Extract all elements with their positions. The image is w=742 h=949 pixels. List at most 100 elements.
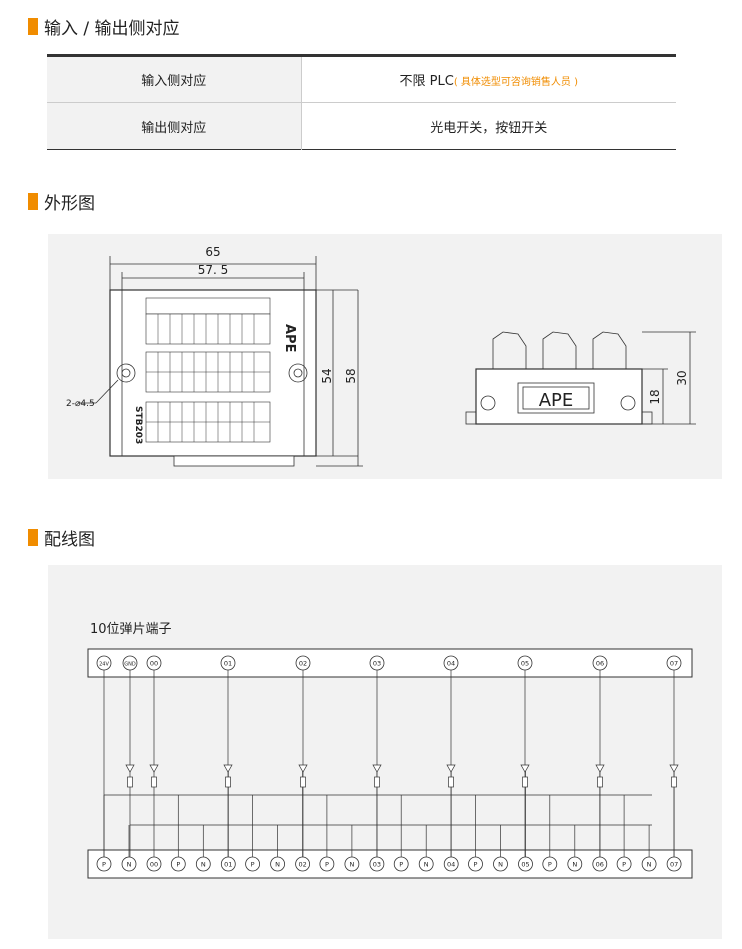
top-terminal: [146, 655, 162, 671]
brand-label: APE: [282, 324, 297, 352]
top-terminal-label: 04: [447, 660, 455, 668]
bottom-terminal-label: P: [176, 861, 180, 869]
bottom-terminal: [146, 856, 162, 872]
led-symbol: [372, 764, 382, 773]
section-title-text: 外形图: [44, 194, 95, 214]
resistor-symbol: [225, 776, 231, 788]
outline-drawing-panel: 65 57. 5 54 58 2-⌀4.5 APE STB203 APE 18 …: [48, 234, 722, 479]
bottom-terminal-label: N: [349, 861, 354, 869]
bottom-terminal: [493, 856, 508, 872]
bottom-terminal: [616, 856, 632, 872]
bottom-terminal: [542, 856, 558, 872]
top-terminal: [122, 655, 138, 671]
section-title-outline: 外形图: [28, 189, 95, 214]
bottom-terminal-label: 07: [670, 861, 678, 869]
table-row: 输出侧对应 光电开关，按钮开关: [47, 102, 676, 150]
top-terminal: [443, 655, 459, 671]
top-terminal: [666, 655, 682, 671]
top-terminal: [295, 655, 311, 671]
bottom-terminal-label: 03: [373, 861, 381, 869]
section-title-text: 输入 / 输出侧对应: [44, 19, 180, 39]
bottom-terminal: [270, 856, 286, 872]
top-terminal: [517, 655, 533, 671]
resistor-symbol: [522, 776, 528, 788]
bottom-terminal: [393, 856, 409, 872]
bottom-terminal-label: 04: [447, 861, 455, 869]
top-terminal-label: 02: [299, 660, 307, 668]
section-marker: [28, 193, 38, 210]
led-symbol: [446, 764, 456, 773]
io-spec-table: 输入侧对应 不限 PLC( 具体选型可咨询销售人员 ) 输出侧对应 光电开关，按…: [47, 54, 676, 150]
top-terminal: [96, 655, 112, 671]
bottom-terminal: [518, 856, 533, 872]
bottom-terminal-label: N: [275, 861, 280, 869]
dim-hole: 2-⌀4.5: [66, 399, 95, 409]
bottom-terminal-label: N: [572, 861, 577, 869]
bottom-terminal-label: 00: [150, 861, 158, 869]
resistor-symbol: [127, 776, 133, 788]
dim-side-total: 30: [675, 370, 689, 385]
bottom-terminal: [443, 856, 459, 872]
dim-width-total: 65: [205, 245, 220, 259]
bottom-terminal: [170, 856, 186, 872]
section-marker: [28, 18, 38, 35]
bottom-terminal: [369, 856, 385, 872]
bottom-terminal-label: 05: [521, 861, 529, 869]
dim-height-total: 58: [344, 368, 358, 383]
top-terminal-label: 06: [596, 660, 604, 668]
bottom-terminal: [567, 856, 583, 872]
bottom-terminal-label: P: [399, 861, 403, 869]
top-terminal: [592, 655, 608, 671]
bottom-terminal: [418, 856, 434, 872]
value-text: 不限 PLC: [399, 74, 454, 89]
bottom-terminal: [468, 856, 483, 872]
bottom-terminal-label: 01: [224, 861, 232, 869]
bottom-terminal-label: P: [251, 861, 255, 869]
dim-height-inner: 54: [320, 368, 334, 383]
bottom-terminal-label: P: [474, 861, 478, 869]
top-terminal: [369, 655, 385, 671]
bottom-terminal: [96, 856, 112, 872]
led-symbol: [298, 764, 308, 773]
led-symbol: [223, 764, 233, 773]
side-brand-label: APE: [539, 390, 574, 411]
row-value: 不限 PLC( 具体选型可咨询销售人员 ): [301, 55, 676, 103]
bottom-terminal-label: 02: [298, 861, 306, 869]
top-terminal-label: 01: [224, 660, 232, 668]
bottom-terminal-label: N: [127, 861, 132, 869]
row-label: 输入侧对应: [47, 55, 302, 103]
bottom-terminal: [220, 856, 236, 872]
dim-side-height: 18: [648, 389, 662, 404]
bottom-terminal: [344, 856, 360, 872]
resistor-symbol: [597, 776, 603, 788]
bottom-terminal-label: N: [647, 861, 652, 869]
row-value: 光电开关，按钮开关: [301, 103, 676, 150]
led-symbol: [149, 764, 159, 773]
led-symbol: [520, 764, 530, 773]
top-terminal-label: 07: [670, 660, 678, 668]
bottom-terminal-label: P: [102, 861, 106, 869]
bottom-terminal-label: P: [325, 861, 329, 869]
top-terminal-strip: [87, 648, 693, 678]
section-title-text: 配线图: [44, 530, 95, 550]
value-text: 光电开关，按钮开关: [430, 120, 548, 136]
top-terminal: [220, 655, 236, 671]
row-label: 输出侧对应: [47, 102, 302, 150]
resistor-symbol: [448, 776, 454, 788]
bottom-terminal: [319, 856, 335, 872]
bottom-terminal: [121, 856, 137, 872]
bottom-terminal: [195, 856, 211, 872]
bottom-terminal: [295, 856, 311, 872]
value-note: ( 具体选型可咨询销售人员 ): [453, 77, 578, 88]
top-terminal-label: 24V: [99, 662, 109, 668]
table-row: 输入侧对应 不限 PLC( 具体选型可咨询销售人员 ): [47, 55, 676, 103]
model-label: STB203: [133, 406, 143, 444]
bottom-terminal: [245, 856, 261, 872]
top-terminal-label: 05: [521, 660, 529, 668]
bottom-terminal-strip: [87, 849, 693, 879]
led-symbol: [595, 764, 605, 773]
top-terminal-label: 03: [373, 660, 381, 668]
section-marker: [28, 529, 38, 546]
